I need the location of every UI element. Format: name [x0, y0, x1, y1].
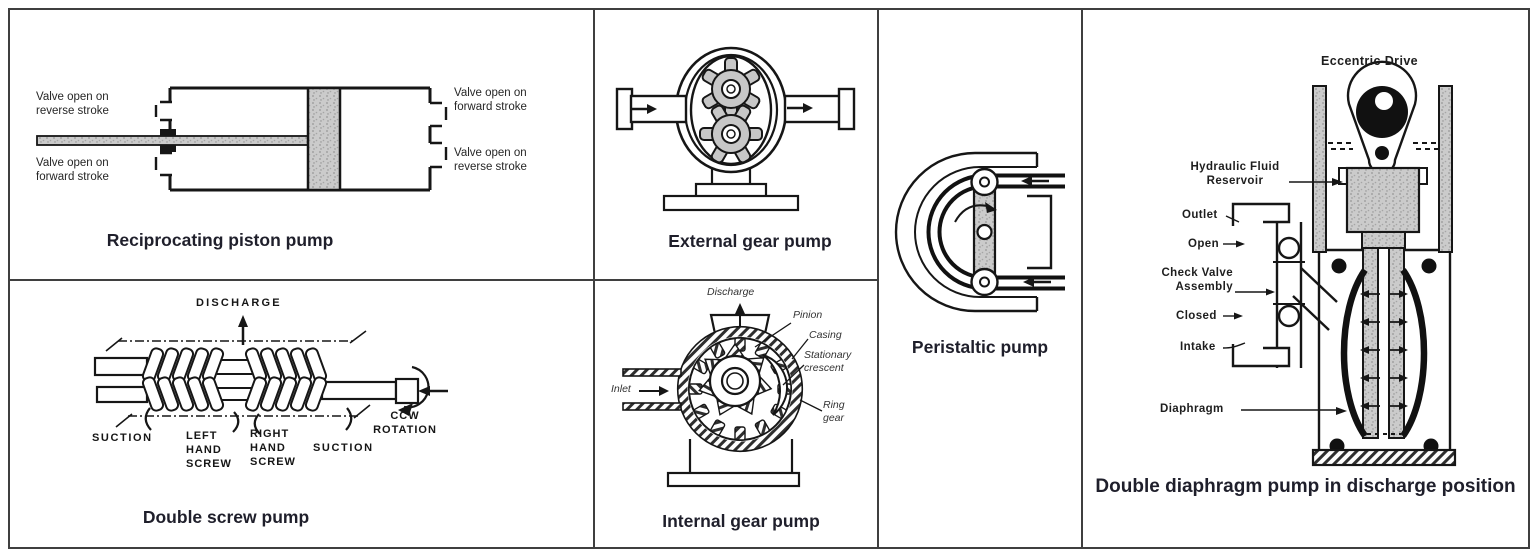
- pump-diagram-grid: Valve open on reverse stroke Valve open …: [8, 8, 1530, 549]
- caption-peristaltic-pump: Peristaltic pump: [911, 337, 1049, 357]
- caption-reciprocating-piston-pump: Reciprocating piston pump: [106, 230, 334, 250]
- label-internal-discharge: Discharge: [707, 286, 755, 298]
- label-ring-gear: Ring gear: [823, 399, 845, 424]
- label-discharge: DISCHARGE: [196, 297, 282, 309]
- label-outlet: Outlet: [1182, 209, 1218, 221]
- label-valve-top-left: Valve open on reverse stroke: [36, 91, 109, 118]
- column-2: External gear pump: [595, 10, 879, 547]
- panel-reciprocating-piston-pump: Valve open on reverse stroke Valve open …: [10, 10, 593, 281]
- label-casing: Casing: [809, 329, 842, 341]
- label-suction-left: SUCTION: [92, 432, 153, 444]
- label-open: Open: [1188, 238, 1219, 250]
- reciprocating-piston-pump-diagram: [36, 86, 448, 192]
- label-stationary-crescent: Stationary crescent: [804, 349, 852, 374]
- label-ccw-rotation: CCW ROTATION: [373, 410, 437, 436]
- caption-internal-gear-pump: Internal gear pump: [662, 511, 820, 531]
- caption-double-screw-pump: Double screw pump: [142, 507, 310, 527]
- label-pinion: Pinion: [793, 309, 823, 321]
- double-diaphragm-pump-diagram: [1222, 60, 1457, 467]
- external-gear-pump-diagram: [615, 46, 856, 212]
- panel-double-screw-pump: DISCHARGE SUCTION LEFT HAND SCREW RIGHT …: [10, 281, 593, 547]
- label-diaphragm: Diaphragm: [1160, 403, 1224, 415]
- label-left-hand-screw: LEFT HAND SCREW: [186, 430, 232, 470]
- label-hydraulic-fluid-reservoir: Hydraulic Fluid Reservoir: [1190, 161, 1280, 188]
- label-valve-top-right: Valve open on forward stroke: [454, 87, 527, 114]
- label-valve-bottom-right: Valve open on reverse stroke: [454, 147, 527, 174]
- caption-double-diaphragm-pump: Double diaphragm pump in discharge posit…: [1095, 476, 1516, 497]
- caption-external-gear-pump: External gear pump: [668, 231, 832, 251]
- internal-gear-pump-diagram: [622, 303, 823, 488]
- panel-external-gear-pump: External gear pump: [595, 10, 877, 281]
- panel-double-diaphragm-pump: Eccentric Drive Hydraulic Fluid Reservoi…: [1083, 10, 1528, 547]
- label-closed: Closed: [1176, 310, 1217, 322]
- column-1: Valve open on reverse stroke Valve open …: [10, 10, 595, 547]
- label-check-valve-assembly: Check Valve Assembly: [1161, 267, 1233, 294]
- label-inlet: Inlet: [611, 383, 631, 395]
- label-right-hand-screw: RIGHT HAND SCREW: [250, 428, 296, 468]
- label-suction-right: SUCTION: [313, 442, 374, 454]
- panel-peristaltic-pump: Peristaltic pump: [879, 10, 1083, 547]
- double-screw-pump-diagram: [93, 315, 448, 435]
- panel-internal-gear-pump: Discharge Pinion Casing Stationary cresc…: [595, 281, 877, 547]
- label-intake: Intake: [1180, 341, 1216, 353]
- label-valve-bottom-left: Valve open on forward stroke: [36, 157, 109, 184]
- label-eccentric-drive: Eccentric Drive: [1321, 54, 1419, 68]
- peristaltic-pump-diagram: [894, 151, 1067, 313]
